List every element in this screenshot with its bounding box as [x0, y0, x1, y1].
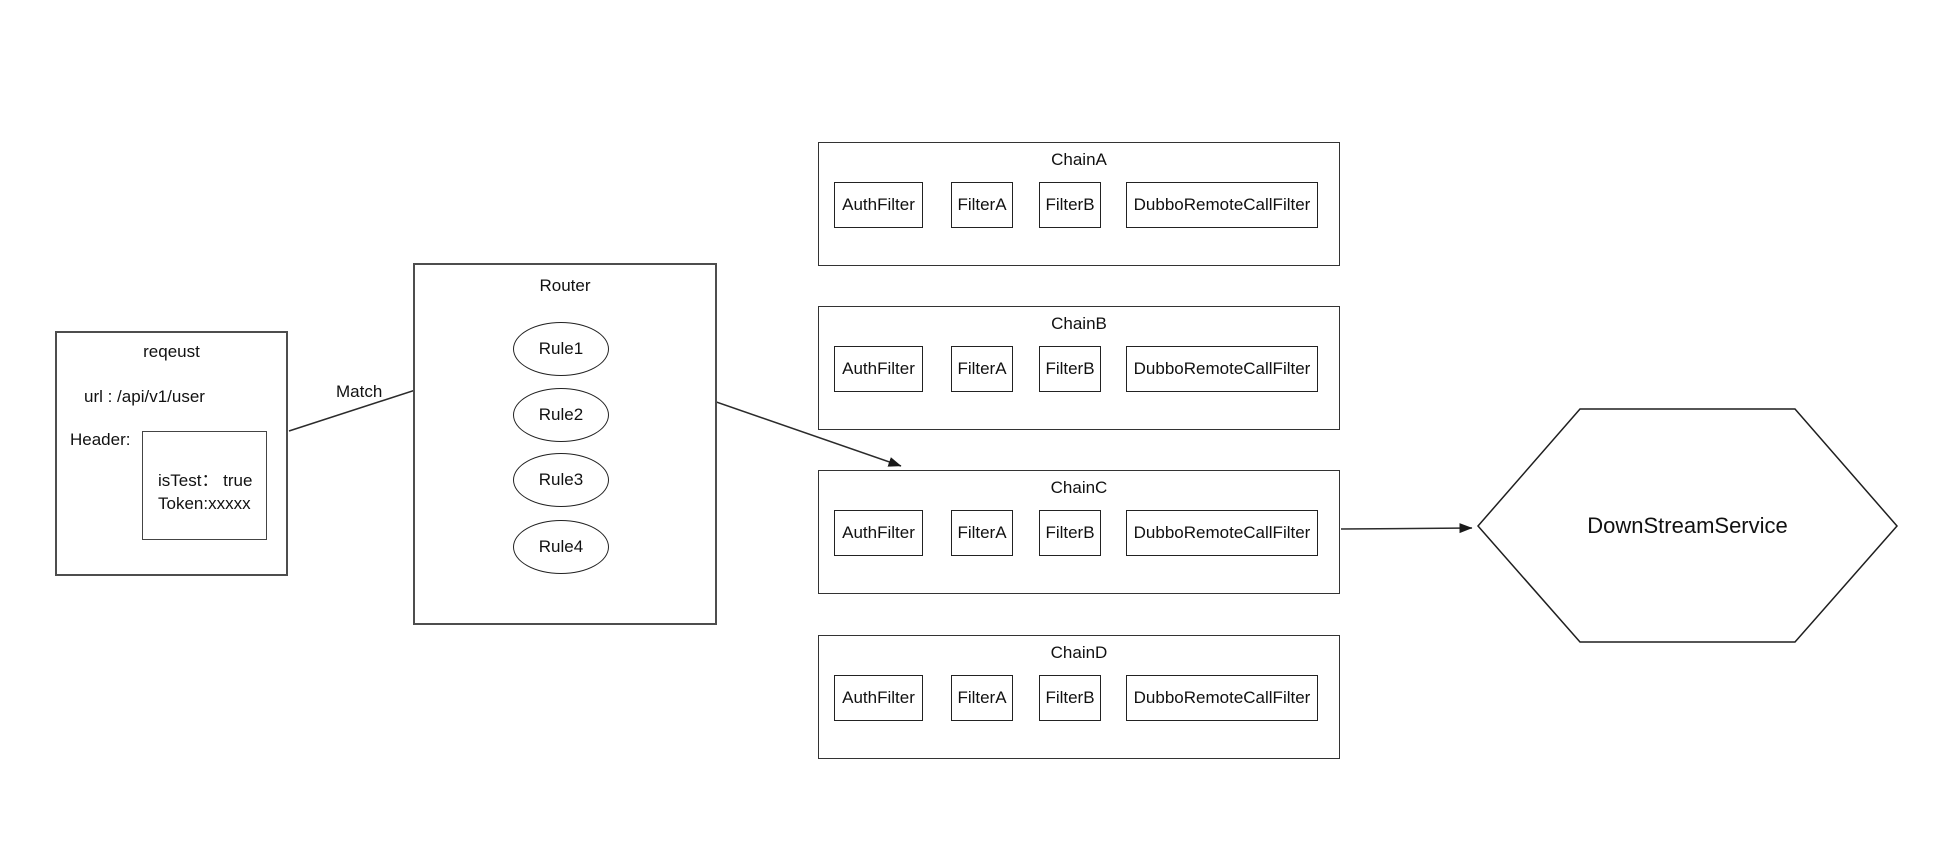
- rule3-node: Rule3: [513, 453, 609, 507]
- downstream-service-label: DownStreamService: [1587, 512, 1788, 538]
- router-title: Router: [539, 276, 591, 295]
- chain-c-filterb: FilterB: [1039, 510, 1101, 556]
- rule1-node: Rule1: [513, 322, 609, 376]
- header-field-token: Token:xxxxx: [158, 494, 251, 513]
- request-header-label: Header:: [70, 430, 131, 449]
- chain-d-node: ChainD AuthFilter FilterA FilterB DubboR…: [818, 635, 1340, 759]
- downstream-service-node: DownStreamService: [1477, 408, 1898, 643]
- chain-d-dubboremotecallfilter: DubboRemoteCallFilter: [1126, 675, 1318, 721]
- rule4-node: Rule4: [513, 520, 609, 574]
- hexagon-shape: [1477, 408, 1898, 643]
- chain-c-filtera: FilterA: [951, 510, 1013, 556]
- chain-d-filterb: FilterB: [1039, 675, 1101, 721]
- chain-a-authfilter: AuthFilter: [834, 182, 923, 228]
- match-edge-label: Match: [336, 382, 383, 401]
- chain-d-filtera: FilterA: [951, 675, 1013, 721]
- rule2-node: Rule2: [513, 388, 609, 442]
- chain-a-filterb: FilterB: [1039, 182, 1101, 228]
- chain-b-filterb: FilterB: [1039, 346, 1101, 392]
- chain-d-title: ChainD: [1050, 643, 1108, 662]
- chain-b-dubboremotecallfilter: DubboRemoteCallFilter: [1126, 346, 1318, 392]
- chain-b-filtera: FilterA: [951, 346, 1013, 392]
- chain-a-node: ChainA AuthFilter FilterA FilterB DubboR…: [818, 142, 1340, 266]
- chain-b-node: ChainB AuthFilter FilterA FilterB DubboR…: [818, 306, 1340, 430]
- chain-c-title: ChainC: [1050, 478, 1108, 497]
- router-node: Router Rule1 Rule2 Rule3 Rule4: [413, 263, 717, 625]
- request-title: reqeust: [143, 342, 200, 361]
- chain-d-authfilter: AuthFilter: [834, 675, 923, 721]
- connector-chainc-to-downstream: [1340, 523, 1473, 534]
- request-node: reqeust url : /api/v1/user Header: isTes…: [55, 331, 288, 576]
- request-url-label: url : /api/v1/user: [84, 387, 205, 406]
- chain-a-title: ChainA: [1051, 150, 1107, 169]
- chain-c-dubboremotecallfilter: DubboRemoteCallFilter: [1126, 510, 1318, 556]
- chain-c-authfilter: AuthFilter: [834, 510, 923, 556]
- chain-b-authfilter: AuthFilter: [834, 346, 923, 392]
- chain-a-filtera: FilterA: [951, 182, 1013, 228]
- chain-a-dubboremotecallfilter: DubboRemoteCallFilter: [1126, 182, 1318, 228]
- header-field-istest: isTest： true: [158, 471, 253, 490]
- chain-b-title: ChainB: [1051, 314, 1107, 333]
- request-header-box: isTest： true Token:xxxxx: [142, 431, 267, 540]
- chain-c-node: ChainC AuthFilter FilterA FilterB DubboR…: [818, 470, 1340, 594]
